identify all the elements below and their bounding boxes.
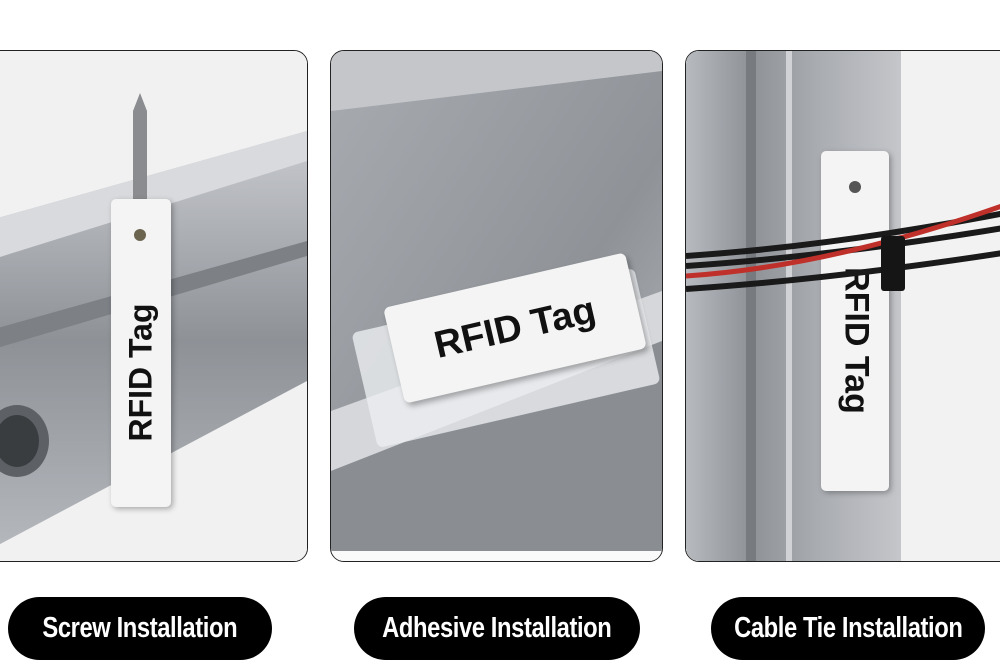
caption-screw-installation: Screw Installation [8,597,272,660]
tag-label: RFID Tag [430,288,600,367]
caption-adhesive-installation: Adhesive Installation [354,597,640,660]
caption-cable-tie-installation: Cable Tie Installation [711,597,985,660]
cable-tie-installation-panel: RFID Tag [685,50,1000,562]
cable-bundle-icon [686,204,1000,292]
rfid-tag: RFID Tag [111,199,171,507]
adhesive-installation-panel: RFID Tag [330,50,663,562]
screw-installation-panel: RFID Tag [0,50,308,562]
rfid-tag: RFID Tag [821,151,889,491]
tag-label: RFID Tag [122,303,159,442]
cable-tie-head [881,236,905,291]
